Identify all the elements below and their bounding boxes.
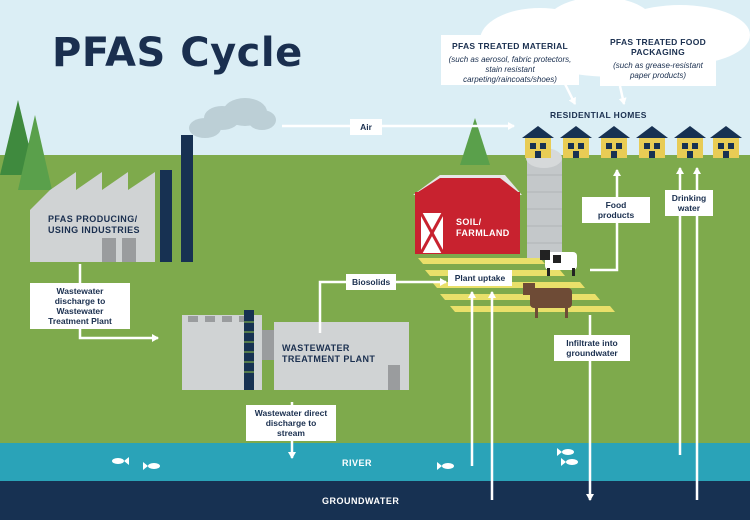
info-food-packaging: PFAS TREATED FOOD PACKAGING (such as gre… — [600, 31, 716, 86]
info-treated-material: PFAS TREATED MATERIAL (such as aerosol, … — [441, 35, 579, 85]
diagram-title: PFAS Cycle — [52, 30, 303, 76]
flow-direct-discharge: Wastewater direct discharge to stream — [246, 405, 336, 441]
flow-biosolids: Biosolids — [346, 274, 396, 290]
groundwater-band — [0, 481, 750, 520]
fish — [112, 448, 578, 470]
flow-air: Air — [350, 119, 382, 135]
silo — [526, 148, 562, 258]
industries-label: PFAS PRODUCING/ USING INDUSTRIES — [48, 214, 140, 235]
info-food-packaging-heading: PFAS TREATED FOOD PACKAGING — [609, 37, 707, 57]
pine-trees — [0, 100, 490, 190]
smoke-plume — [189, 98, 276, 138]
industry-building — [30, 135, 193, 262]
residential-houses — [522, 126, 742, 158]
residential-homes-label: RESIDENTIAL HOMES — [550, 110, 647, 120]
barn-label: SOIL/ FARMLAND — [456, 217, 510, 238]
cows — [523, 250, 577, 318]
info-food-packaging-subtext: (such as grease-resistant paper products… — [613, 61, 703, 80]
flow-wastewater-discharge: Wastewater discharge to Wastewater Treat… — [30, 283, 130, 329]
info-treated-material-heading: PFAS TREATED MATERIAL — [451, 41, 568, 51]
info-treated-material-subtext: (such as aerosol, fabric protectors, sta… — [448, 55, 572, 84]
flow-drinking-water: Drinking water — [665, 190, 713, 216]
river-label: RIVER — [342, 458, 373, 468]
barn — [413, 175, 522, 254]
groundwater-label: GROUNDWATER — [322, 496, 400, 506]
flow-plant-uptake: Plant uptake — [448, 270, 512, 286]
wwtp-label: WASTEWATER TREATMENT PLANT — [282, 343, 376, 364]
flow-food-products: Food products — [582, 197, 650, 223]
river-band — [0, 443, 750, 481]
wastewater-treatment-plant — [182, 310, 409, 390]
flow-infiltrate: Infiltrate into groundwater — [554, 335, 630, 361]
